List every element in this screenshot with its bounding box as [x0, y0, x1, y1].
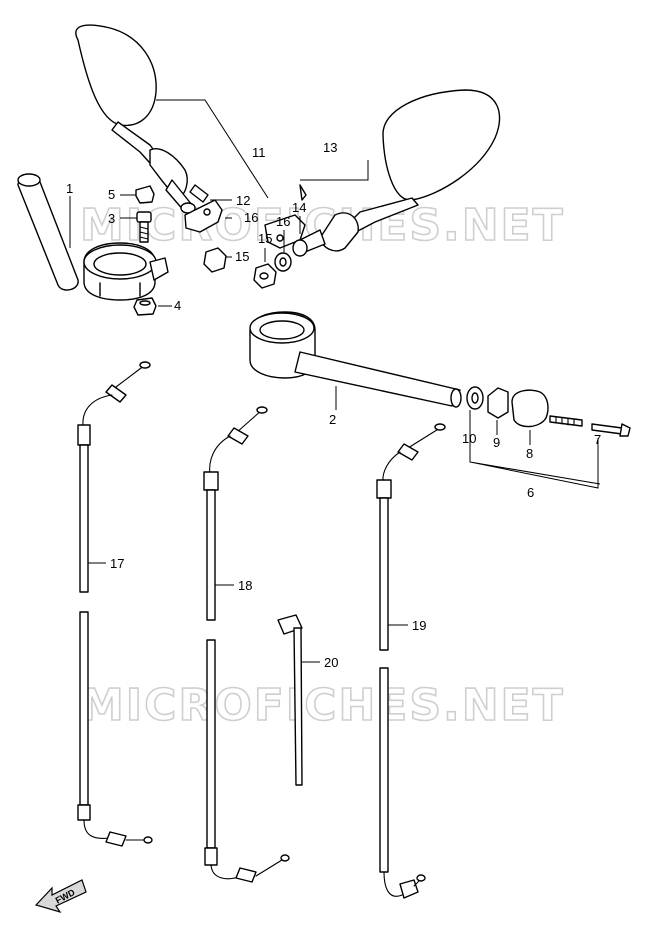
- part-8-weight[interactable]: [511, 389, 549, 428]
- callouts: 1 2 3 4 5 6 7 8 9 10 11 12 13 14 15 15 1…: [66, 140, 601, 670]
- callout-8: 8: [526, 446, 533, 461]
- part-5-cap[interactable]: [135, 185, 155, 204]
- part-9-weight[interactable]: [487, 387, 509, 419]
- callout-10: 10: [462, 431, 476, 446]
- callout-18: 18: [238, 578, 252, 593]
- callout-14: 14: [292, 200, 306, 215]
- left-handlebar[interactable]: [17, 173, 169, 301]
- leader-6: [469, 418, 601, 489]
- callout-19: 19: [412, 618, 426, 633]
- callout-5: 5: [108, 187, 115, 202]
- cable-19[interactable]: [376, 423, 446, 899]
- callout-1: 1: [66, 181, 73, 196]
- callout-7: 7: [594, 432, 601, 447]
- left-mirror[interactable]: [75, 24, 209, 214]
- part-10-washer[interactable]: [466, 386, 484, 410]
- callout-16-right: 16: [276, 214, 290, 229]
- leader-11: [156, 99, 269, 199]
- part-14-collar[interactable]: [274, 252, 292, 272]
- callout-16-left: 16: [244, 210, 258, 225]
- cable-17[interactable]: [77, 361, 153, 847]
- callout-9: 9: [493, 435, 500, 450]
- part-15-nut-left[interactable]: [203, 247, 227, 273]
- callout-15-right: 15: [258, 231, 272, 246]
- part-7-screw-a[interactable]: [549, 415, 583, 427]
- cable-18[interactable]: [203, 406, 290, 883]
- right-handlebar[interactable]: [249, 311, 462, 408]
- part-7-screw-b[interactable]: [591, 423, 631, 437]
- right-mirror[interactable]: [292, 89, 501, 257]
- callout-4: 4: [174, 298, 181, 313]
- callout-2: 2: [329, 412, 336, 427]
- callout-17: 17: [110, 556, 124, 571]
- callout-13: 13: [323, 140, 337, 155]
- callout-6: 6: [527, 485, 534, 500]
- callout-3: 3: [108, 211, 115, 226]
- cable-tie-20[interactable]: [277, 614, 303, 786]
- part-4-nut[interactable]: [133, 297, 157, 316]
- forward-arrow-icon: FWD: [34, 879, 87, 914]
- callout-11: 11: [252, 145, 266, 160]
- callout-15-left: 15: [235, 249, 249, 264]
- callout-12: 12: [236, 193, 250, 208]
- leader-13: [300, 160, 369, 181]
- leader-lines: [69, 194, 599, 663]
- callout-20: 20: [324, 655, 338, 670]
- part-3-bolt[interactable]: [136, 211, 152, 243]
- watermark-bottom: MICROFICHES.NET: [80, 680, 565, 731]
- part-15-nut-right[interactable]: [253, 263, 277, 289]
